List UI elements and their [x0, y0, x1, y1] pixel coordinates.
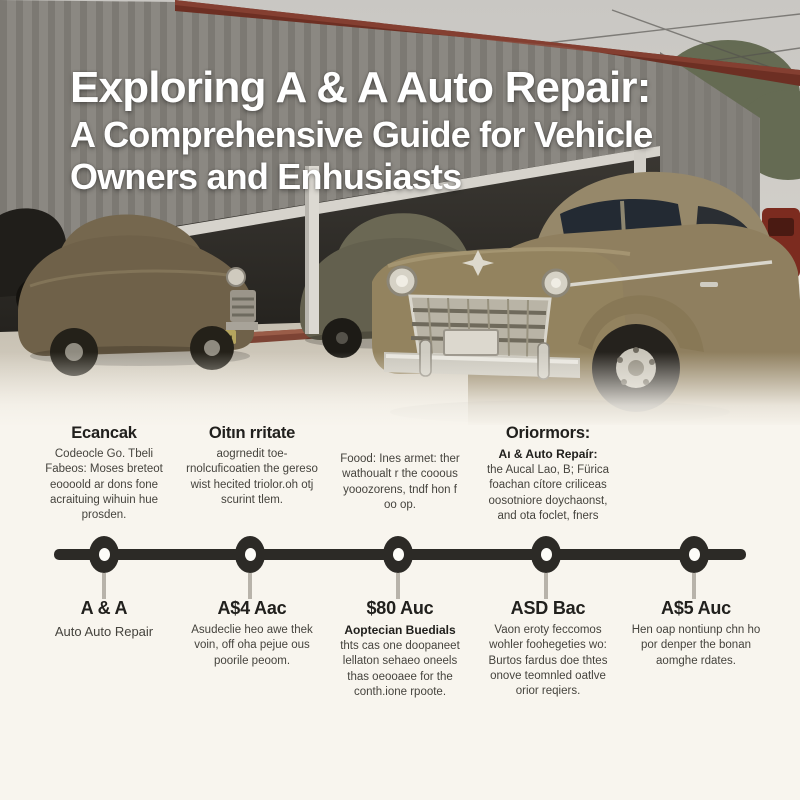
item-heading: Oriormors: — [505, 424, 591, 442]
timeline-bottom-item-5: A$5 Auc Hen oap nontiunp chn ho por denp… — [622, 598, 770, 700]
item-body: Hen oap nontiunp chn ho por denper the b… — [631, 624, 761, 667]
page-title: Exploring A & A Auto Repair: A Comprehen… — [70, 62, 653, 199]
item-body: Codeocle Go. Tbeli Fabeos: Moses breteot… — [45, 448, 163, 522]
item-heading: Ecancak — [71, 424, 137, 442]
item-body: thts cas one doopaneet lellaton sehaeo o… — [340, 640, 460, 698]
timeline-node-4 — [531, 536, 561, 573]
timeline-top-row: Ecancak Codeocle Go. Tbeli Fabeos: Moses… — [30, 424, 770, 524]
timeline-bottom-item-3: $80 Auc Aoptecian Buedials thts cas one … — [326, 598, 474, 700]
item-subheading: Aı & Auto Repaír: — [498, 447, 598, 461]
timeline-bottom-item-2: A$4 Aac Asudeclie heo awe thek voin, off… — [178, 598, 326, 700]
awning-post — [305, 166, 319, 334]
timeline-stem-4 — [544, 573, 548, 599]
node-hole — [540, 548, 552, 561]
title-line-1: Exploring A & A Auto Repair: — [70, 63, 651, 112]
hero-photo: Exploring A & A Auto Repair: A Comprehen… — [0, 0, 800, 428]
title-line-2: A Comprehensive Guide for Vehicle — [70, 113, 653, 155]
timeline-node-2 — [235, 536, 265, 573]
timeline-bottom-row: A & A Auto Auto Repair A$4 Aac Asudeclie… — [30, 598, 770, 700]
red-roof-highlight — [175, 0, 800, 75]
timeline-node-3 — [383, 536, 413, 573]
item-body: aogrnedit toe- rnolcuficoatien the geres… — [186, 448, 318, 506]
timeline-bottom-item-4: ASD Bac Vaon eroty feccomos wohler foohe… — [474, 598, 622, 700]
timeline-stem-1 — [102, 573, 106, 599]
item-heading: $80 Auc — [366, 598, 434, 618]
item-heading: Oitın rritate — [208, 424, 296, 442]
timeline-top-item-5 — [622, 424, 770, 524]
timeline-top-item-2: Oitın rritate aogrnedit toe- rnolcuficoa… — [178, 424, 326, 524]
item-body: Vaon eroty feccomos wohler foohegeties w… — [488, 624, 608, 698]
item-heading: A$5 Auc — [661, 598, 731, 618]
timeline-top-item-1: Ecancak Codeocle Go. Tbeli Fabeos: Moses… — [30, 424, 178, 524]
node-hole — [688, 548, 700, 561]
timeline-node-5 — [679, 536, 709, 573]
photo-fade — [0, 352, 800, 428]
item-body: Foood: Ines armet: ther wathoualt r the … — [340, 453, 460, 511]
timeline-top-item-4: Oriormors: Aı & Auto Repaír: the Aucal L… — [474, 424, 622, 524]
node-hole — [392, 548, 404, 561]
title-line-3: Owners and Enhusiasts — [70, 156, 462, 198]
item-subheading: Aoptecian Buedials — [344, 623, 456, 637]
timeline-node-1 — [89, 536, 119, 573]
item-heading: A$4 Aac — [217, 598, 287, 618]
timeline-top-item-3: Foood: Ines armet: ther wathoualt r the … — [326, 424, 474, 524]
item-heading: ASD Bac — [510, 598, 586, 618]
item-body: the Aucal Lao, B; Fürica foachan cítore … — [486, 464, 610, 522]
timeline-bottom-item-1: A & A Auto Auto Repair — [30, 598, 178, 700]
node-hole — [244, 548, 256, 561]
hood-ornament-icon — [462, 250, 494, 276]
timeline-stem-3 — [396, 573, 400, 599]
item-heading: A & A — [80, 598, 128, 618]
timeline-stem-5 — [692, 573, 696, 599]
node-hole — [98, 548, 110, 561]
item-body: Auto Auto Repair — [54, 624, 154, 639]
timeline-stem-2 — [248, 573, 252, 599]
item-body: Asudeclie heo awe thek voin, off oha pej… — [191, 624, 313, 667]
